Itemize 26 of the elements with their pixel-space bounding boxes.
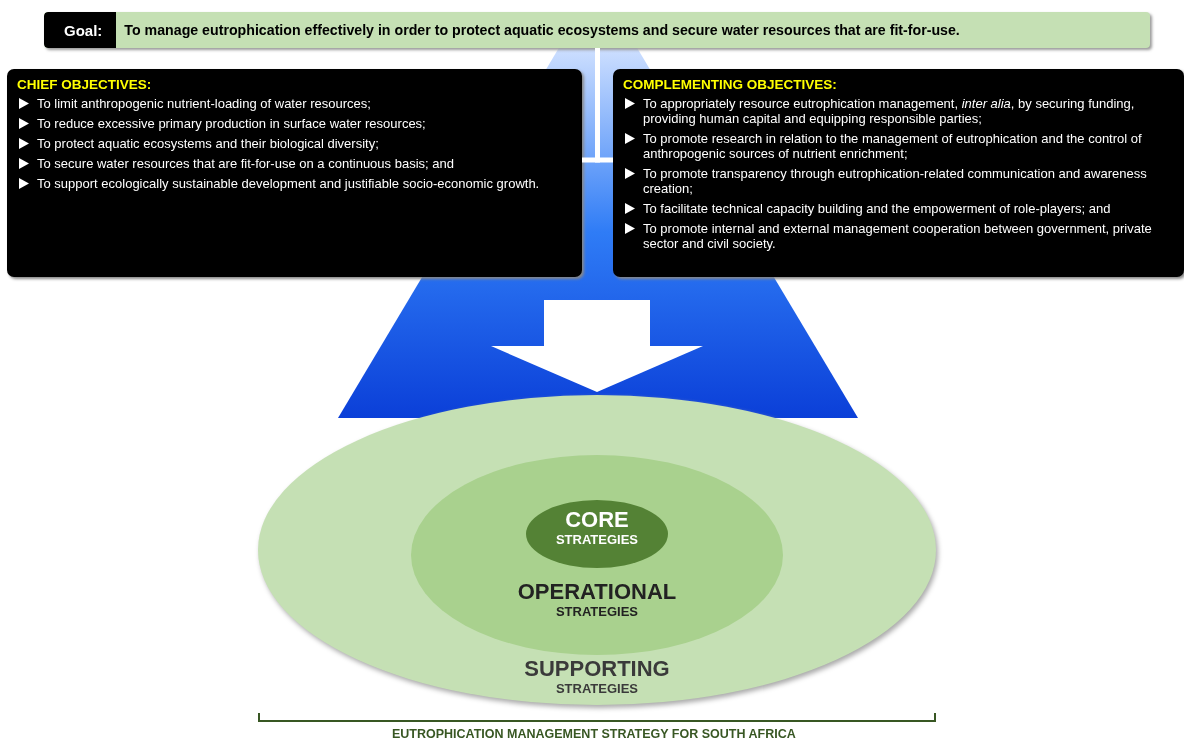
objective-text: To reduce excessive primary production in surface water resources; — [37, 116, 426, 131]
arrow — [491, 300, 703, 392]
strategy-title: OPERATIONAL — [517, 580, 677, 604]
connector-line — [595, 48, 613, 163]
objective-text: To promote research in relation to the management of eutrophication and the control of anthropogenic sources of nutrient enrichment; — [643, 131, 1143, 161]
goal-label: Goal: — [44, 12, 117, 48]
objective-text: To secure water resources that are fit-for-use on a continuous basis; and — [37, 156, 454, 171]
strategy-subtitle: STRATEGIES — [555, 604, 639, 620]
goal-banner — [44, 12, 1150, 48]
objectives-panel — [7, 69, 582, 277]
caption: EUTROPHICATION MANAGEMENT STRATEGY FOR SOUTH AFRICA — [392, 727, 796, 741]
objective-text: To facilitate technical capacity building and the empowerment of role-players; and — [643, 201, 1111, 216]
objective-text: To protect aquatic ecosystems and their biological diversity; — [37, 136, 379, 151]
goal-text: To manage eutrophication effectively in order to protect aquatic ecosystems and secure water resources that are fit-for-use. — [123, 22, 960, 38]
objectives-panel — [613, 69, 1184, 277]
objective-text: To limit anthropogenic nutrient-loading of water resources; — [37, 96, 371, 111]
panel-heading: COMPLEMENTING OBJECTIVES: — [623, 77, 837, 92]
panel-heading: CHIEF OBJECTIVES: — [17, 77, 152, 92]
strategy-subtitle: STRATEGIES — [555, 681, 639, 697]
objective-text: To promote internal and external management cooperation between government, private sector and civil society. — [643, 221, 1153, 251]
strategy-title: SUPPORTING — [524, 657, 670, 681]
strategy-subtitle: STRATEGIES — [555, 532, 639, 548]
objective-text: To appropriately resource eutrophication management, inter alia, by securing funding, providing human capital and equipping responsible parties; — [643, 96, 1136, 126]
strategy-title: CORE — [565, 508, 629, 532]
objective-text: To support ecologically sustainable development and justifiable socio-economic growth. — [37, 176, 540, 191]
objective-text: To promote transparency through eutrophication-related communication and awareness creation; — [643, 166, 1148, 196]
